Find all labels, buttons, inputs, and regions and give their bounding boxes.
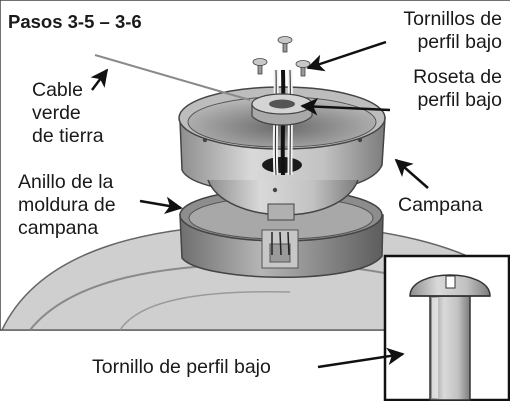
ground-wire-label-line3: de tierra [32, 125, 104, 147]
screws-label-line1: Tornillos de [403, 8, 502, 30]
rosette-label-line2: perfil bajo [417, 89, 502, 111]
ground-wire [94, 54, 251, 101]
rosette-label-line1: Roseta de [413, 66, 502, 88]
arrow-ground-wire [90, 68, 109, 91]
arrow-screws [306, 40, 387, 72]
ground-wire-label-line1: Cable [32, 79, 83, 101]
arrow-canopy [394, 158, 429, 189]
inset-screw-detail [383, 254, 510, 402]
trim-ring-label-line2: moldura de [18, 194, 116, 216]
trim-ring-label-line1: Anillo de la [18, 171, 114, 193]
trim-ring-label-line3: campana [18, 217, 99, 239]
inset-caption: Tornillo de perfil bajo [92, 356, 271, 378]
step-title: Pasos 3-5 – 3-6 [8, 11, 142, 32]
callout-arrows [90, 40, 429, 369]
screws [252, 36, 311, 77]
rosette [251, 93, 313, 126]
arrow-inset [317, 347, 405, 369]
arrow-rosette [300, 97, 391, 116]
canopy-label: Campana [398, 194, 483, 216]
screws-label-line2: perfil bajo [417, 31, 502, 53]
ground-wire-label-line2: verde [32, 102, 81, 124]
arrow-trim-ring [139, 196, 183, 214]
